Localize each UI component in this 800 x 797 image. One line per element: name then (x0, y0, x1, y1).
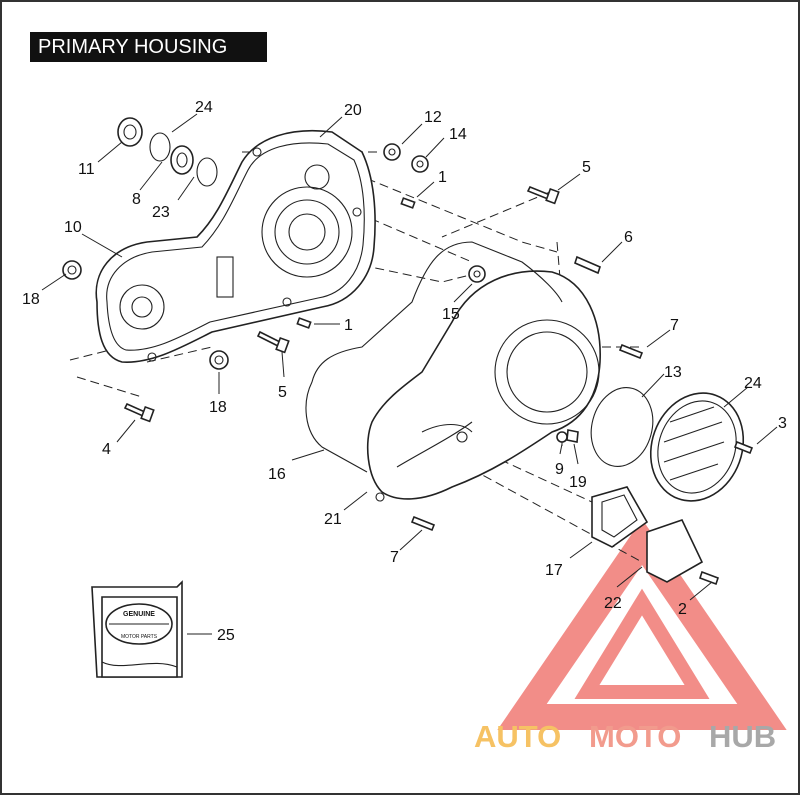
callout-23: 23 (152, 204, 170, 221)
derby-cover (649, 392, 745, 502)
bearing-23 (170, 145, 194, 175)
callout-5-upper: 5 (582, 159, 591, 176)
callout-11: 11 (78, 161, 95, 178)
callout-leader-lines (41, 113, 778, 635)
screw-2 (698, 570, 720, 586)
inspection-cover (646, 519, 704, 583)
watermark-hub-text: HUB (709, 719, 776, 754)
callout-8: 8 (132, 191, 141, 208)
callout-7-lower: 7 (390, 549, 399, 566)
screw-6 (574, 255, 601, 275)
watermark-logo: AUTO MOTO HUB (474, 519, 787, 754)
callout-4: 4 (102, 441, 111, 458)
retaining-ring-8 (149, 132, 171, 162)
callout-22: 22 (604, 595, 622, 612)
screw-4 (123, 402, 155, 423)
seal-14 (411, 155, 429, 173)
callout-18-right: 18 (209, 399, 227, 416)
fitting-19 (566, 429, 579, 443)
callout-19: 19 (569, 474, 587, 491)
bearing-12 (383, 143, 401, 161)
screw-7-lower (410, 515, 436, 532)
callout-1-upper: 1 (438, 169, 447, 186)
callout-numbers: 24 20 12 14 1 11 8 23 10 18 1 5 18 4 5 6… (22, 99, 787, 644)
callout-7-upper: 7 (670, 317, 679, 334)
watermark-auto-text: AUTO (474, 719, 561, 754)
callout-12: 12 (424, 109, 442, 126)
callout-17: 17 (545, 562, 563, 579)
callout-6: 6 (624, 229, 633, 246)
bearing-18-left (62, 260, 82, 280)
callout-15: 15 (442, 306, 460, 323)
callout-10: 10 (64, 219, 82, 236)
primary-cover-gasket (305, 241, 563, 473)
callout-25: 25 (217, 627, 235, 644)
derby-cover-o-ring (590, 387, 654, 467)
kit-label-motor-parts: MOTOR PARTS (121, 634, 158, 640)
callout-9: 9 (555, 461, 564, 478)
screw-5-lower (256, 330, 290, 354)
screw-3 (733, 440, 754, 455)
watermark-moto-text: MOTO (589, 719, 681, 754)
outer-primary-cover (366, 270, 601, 502)
kit-label-genuine: GENUINE (123, 611, 155, 618)
callout-24-top: 24 (195, 99, 213, 116)
retaining-ring-24 (196, 157, 218, 187)
dowel-pin-1-upper (400, 197, 416, 209)
callout-20: 20 (344, 102, 362, 119)
callout-14: 14 (449, 126, 467, 143)
bearing-15 (468, 265, 486, 283)
plug-9 (556, 431, 568, 443)
callout-18-left: 18 (22, 291, 40, 308)
callout-3: 3 (778, 415, 787, 432)
callout-5-lower: 5 (278, 384, 287, 401)
screw-7-upper (618, 343, 644, 360)
callout-1-lower: 1 (344, 317, 353, 334)
inner-primary-housing (95, 129, 376, 363)
callout-13: 13 (664, 364, 682, 381)
callout-21: 21 (324, 511, 342, 528)
bearing-18-right (209, 350, 229, 370)
callout-2: 2 (678, 601, 687, 618)
bearing-11 (117, 117, 143, 147)
diagram-title: PRIMARY HOUSING (30, 32, 267, 62)
callout-16: 16 (268, 466, 286, 483)
callout-24-right: 24 (744, 375, 762, 392)
dowel-pin-1-lower (296, 317, 312, 329)
screw-5-upper (526, 185, 560, 205)
parts-kit-package: GENUINE MOTOR PARTS (91, 580, 183, 678)
